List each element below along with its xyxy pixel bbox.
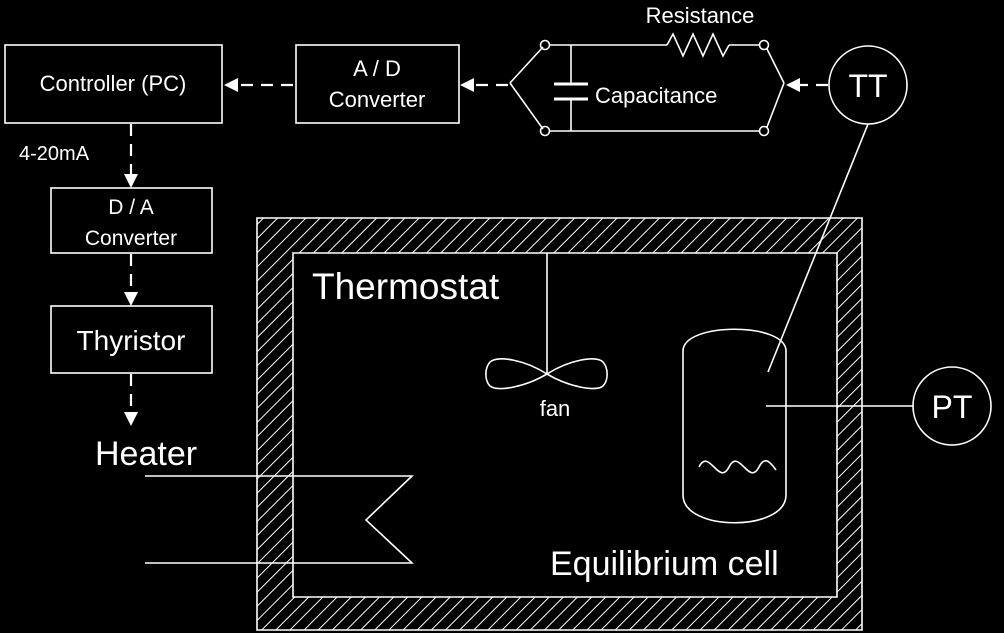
ad-converter-box	[295, 44, 460, 124]
thyristor-box	[50, 305, 213, 374]
controller-box	[4, 44, 223, 124]
signal-arrow-controller-to-da	[124, 124, 138, 188]
liquid-level-wave	[698, 460, 777, 474]
signal-arrow-ad-to-controller	[224, 78, 293, 92]
fan-label: fan	[540, 396, 571, 421]
fan-icon	[485, 253, 608, 390]
equilibrium-cell-label: Equilibrium cell	[550, 545, 779, 583]
thermostat-insulation-wall	[256, 217, 863, 631]
da-converter-box	[50, 187, 213, 254]
heater-element	[145, 475, 415, 564]
pressure-transmitter-label: PT	[932, 389, 973, 425]
heater-label: Heater	[95, 435, 197, 473]
pressure-transmitter	[912, 366, 992, 446]
capacitance-label: Capacitance	[595, 83, 717, 108]
signal-arrow-tt-to-circuit	[786, 78, 828, 92]
thermostat-label: Thermostat	[312, 266, 500, 307]
resistor-symbol	[666, 32, 730, 58]
temperature-transmitter-label: TT	[848, 68, 887, 104]
signal-arrow-thyristor-to-heater	[124, 374, 138, 426]
rc-measuring-circuit	[509, 32, 785, 137]
da-converter-label-line2: Converter	[85, 227, 177, 250]
thyristor-label: Thyristor	[77, 325, 186, 356]
controller-label: Controller (PC)	[40, 71, 187, 96]
signal-arrow-circuit-to-ad	[460, 78, 508, 92]
da-converter-label-line1: D / A	[108, 196, 154, 219]
signal-arrow-da-to-thyristor	[124, 254, 138, 306]
current-signal-label: 4-20mA	[19, 143, 90, 165]
temperature-probe-line	[767, 123, 869, 373]
equilibrium-cell-vessel	[682, 328, 787, 524]
ad-converter-label-line2: Converter	[329, 87, 426, 112]
ad-converter-label-line1: A / D	[353, 56, 401, 81]
resistance-label: Resistance	[646, 3, 755, 28]
